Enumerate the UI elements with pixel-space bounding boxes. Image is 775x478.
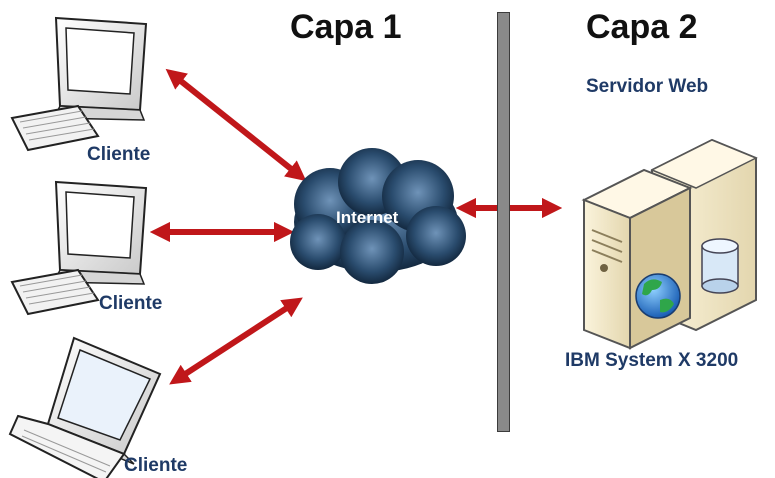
client-label: Cliente bbox=[99, 293, 163, 314]
internet-label: Internet bbox=[336, 208, 399, 227]
arrow-client3-internet bbox=[169, 297, 303, 385]
desktop-computer-icon bbox=[10, 180, 148, 316]
client-label: Cliente bbox=[124, 455, 188, 476]
layer-divider bbox=[497, 12, 510, 432]
layer-2-title: Capa 2 bbox=[586, 8, 698, 46]
server-role-label: Servidor Web bbox=[586, 76, 709, 97]
arrow-client1-internet bbox=[165, 68, 307, 182]
server-name-label: IBM System X 3200 bbox=[565, 350, 739, 371]
globe-icon bbox=[635, 273, 681, 319]
cloud-icon bbox=[290, 148, 466, 284]
client-label: Cliente bbox=[87, 144, 151, 165]
desktop-computer-icon bbox=[10, 16, 148, 152]
server-with-globe-icon bbox=[581, 138, 758, 350]
laptop-icon bbox=[8, 336, 162, 478]
layer-1-title: Capa 1 bbox=[290, 8, 402, 46]
database-icon bbox=[701, 238, 739, 294]
arrows bbox=[149, 68, 563, 385]
